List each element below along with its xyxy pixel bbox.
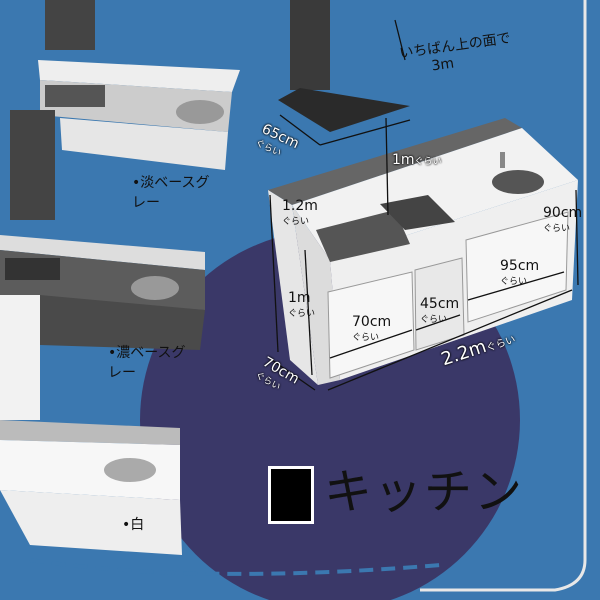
suffix: ぐらい: [414, 157, 442, 167]
suffix: ぐらい: [420, 315, 448, 325]
light-gray-kitchen: [38, 0, 240, 170]
annotation-drawer-width: 45cm ぐらい: [420, 296, 459, 325]
value: 1.2m: [282, 198, 318, 214]
value: 1m: [392, 152, 415, 168]
variant-white-label: •白: [122, 517, 145, 533]
dark-gray-kitchen: [0, 110, 205, 350]
dashed-line: [29, 558, 441, 576]
suffix: ぐらい: [543, 224, 571, 234]
suffix: ぐらい: [288, 309, 316, 319]
title-square-icon: [268, 466, 314, 524]
suffix: ぐらい: [500, 277, 528, 287]
value: 95cm: [500, 258, 540, 274]
title-text: キッチン: [324, 464, 525, 520]
dimension-lines: [269, 19, 579, 391]
annotation-oven-width: 70cm ぐらい: [352, 314, 391, 343]
suffix: ぐらい: [282, 217, 310, 227]
annotation-hood-gap: 1mぐらい: [392, 152, 442, 168]
annotation-cabinet-width: 95cm ぐらい: [500, 258, 539, 287]
main-kitchen: [268, 0, 578, 385]
page-title: キッチン: [268, 452, 524, 524]
value: 1m: [288, 290, 311, 306]
white-kitchen: [0, 295, 182, 555]
variant-light-gray-label: •淡ベースグレー: [132, 175, 210, 211]
ceiling-value: 3m: [430, 55, 456, 75]
annotation-left-height: 1m ぐらい: [288, 290, 315, 319]
variant-dark-gray-label: •濃ベースグレー: [108, 345, 186, 381]
annotation-stove-width: 1.2m ぐらい: [282, 198, 318, 227]
value: 45cm: [420, 296, 460, 312]
value: 70cm: [352, 314, 392, 330]
annotation-height: 90cm ぐらい: [543, 205, 582, 234]
suffix: ぐらい: [352, 333, 380, 343]
value: 90cm: [543, 205, 583, 221]
frame-line: [420, 0, 587, 592]
